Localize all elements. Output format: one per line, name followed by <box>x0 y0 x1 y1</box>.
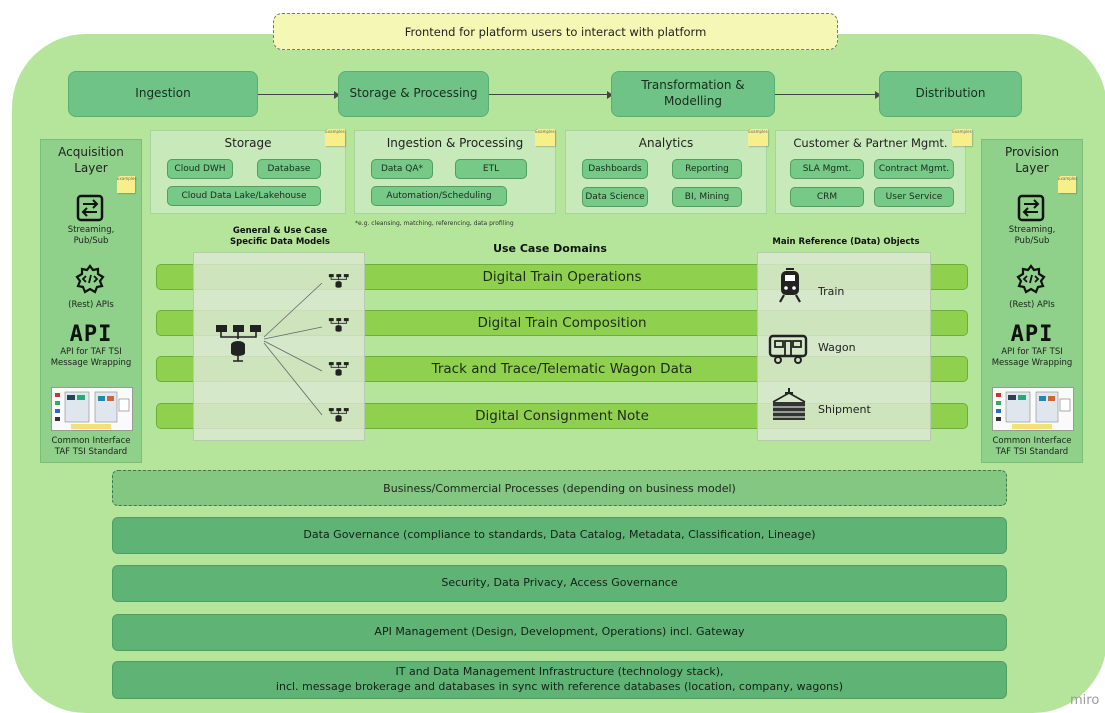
examples-sticky: Examples <box>748 129 768 146</box>
streaming-label: Streaming, Pub/Sub <box>67 225 115 247</box>
chip-reporting: Reporting <box>672 159 742 179</box>
customer-panel: Customer & Partner Mgmt. Examples SLA Mg… <box>775 129 972 214</box>
chip-crm: CRM <box>790 187 864 207</box>
miro-watermark: miro <box>1070 693 1100 708</box>
object-wagon-label: Wagon <box>818 341 856 354</box>
frontend-box: Frontend for platform users to interact … <box>273 13 838 50</box>
chip-data-qa: Data QA* <box>371 159 433 179</box>
common-interface-label: Common Interface TAF TSI Standard <box>992 436 1072 458</box>
object-train-label: Train <box>818 285 845 298</box>
api-taf-label: API for TAF TSI Message Wrapping <box>50 347 132 369</box>
storage-panel: Storage Examples Cloud DWH Database Clou… <box>150 129 346 214</box>
chip-etl: ETL <box>455 159 527 179</box>
data-model-icon <box>328 362 349 376</box>
acquisition-layer: Acquisition Layer Examples Streaming, Pu… <box>40 139 142 463</box>
flow-arrow-3 <box>775 89 881 100</box>
chip-sla: SLA Mgmt. <box>790 159 864 179</box>
chip-automation: Automation/Scheduling <box>371 186 507 206</box>
ingestion-processing-title: Ingestion & Processing <box>386 136 524 150</box>
examples-sticky: Examples <box>117 176 136 193</box>
streaming-icon <box>1017 194 1045 222</box>
api-management-bar: API Management (Design, Development, Ope… <box>112 614 1007 651</box>
infrastructure-bar: IT and Data Management Infrastructure (t… <box>112 661 1007 699</box>
data-model-icon <box>328 274 349 288</box>
chip-cloud-dwh: Cloud DWH <box>167 159 233 179</box>
reference-objects-overlay: Train Wagon Shipment <box>757 252 931 441</box>
wagon-icon <box>768 334 808 364</box>
flow-arrow-1 <box>258 89 340 100</box>
streaming-icon <box>76 194 104 222</box>
api-taf-label: API for TAF TSI Message Wrapping <box>991 347 1073 369</box>
chip-bi-mining: BI, Mining <box>672 187 742 207</box>
data-model-connectors <box>263 282 323 416</box>
rest-api-icon <box>1016 264 1046 294</box>
shipment-icon <box>772 388 806 420</box>
business-processes-bar: Business/Commercial Processes (depending… <box>112 470 1007 506</box>
data-model-icon <box>328 408 349 422</box>
examples-sticky: Examples <box>952 129 972 146</box>
ingestion-processing-panel: Ingestion & Processing Examples Data QA*… <box>354 129 556 214</box>
flow-arrow-2 <box>489 89 613 100</box>
analytics-panel: Analytics Examples Dashboards Reporting … <box>565 129 768 214</box>
object-shipment-label: Shipment <box>818 403 871 416</box>
ingestion-footnote: *e.g. cleansing, matching, referencing, … <box>355 220 514 227</box>
storage-title: Storage <box>224 136 272 150</box>
interface-thumbnail-icon <box>992 387 1074 431</box>
chip-contract: Contract Mgmt. <box>874 159 954 179</box>
chip-user-service: User Service <box>874 187 954 207</box>
examples-sticky: Examples <box>1058 176 1077 193</box>
rest-api-label: (Rest) APIs <box>68 300 114 310</box>
chip-database: Database <box>257 159 321 179</box>
models-heading: General & Use Case Specific Data Models <box>230 226 330 248</box>
data-governance-bar: Data Governance (compliance to standards… <box>112 517 1007 554</box>
rest-api-icon <box>75 264 105 294</box>
acquisition-title: Acquisition Layer <box>58 145 124 175</box>
streaming-label: Streaming, Pub/Sub <box>1008 225 1056 247</box>
reference-heading: Main Reference (Data) Objects <box>772 237 920 247</box>
customer-title: Customer & Partner Mgmt. <box>793 136 948 150</box>
data-model-hub-icon <box>216 325 261 362</box>
chip-dashboards: Dashboards <box>582 159 648 179</box>
train-icon <box>779 268 801 303</box>
flow-storage-processing: Storage & Processing <box>338 71 489 117</box>
chip-data-science: Data Science <box>582 187 648 207</box>
security-bar: Security, Data Privacy, Access Governanc… <box>112 565 1007 602</box>
data-models-overlay <box>193 252 365 441</box>
analytics-title: Analytics <box>638 136 694 150</box>
examples-sticky: Examples <box>325 129 345 146</box>
api-big-label: API <box>69 322 113 347</box>
flow-distribution: Distribution <box>879 71 1022 117</box>
examples-sticky: Examples <box>535 129 555 146</box>
flow-transformation: Transformation & Modelling <box>611 71 775 117</box>
api-big-label: API <box>1010 322 1054 347</box>
interface-thumbnail-icon <box>51 387 133 431</box>
provision-layer: Provision Layer Examples Streaming, Pub/… <box>981 139 1083 463</box>
rest-api-label: (Rest) APIs <box>1009 300 1055 310</box>
data-model-icon <box>328 318 349 332</box>
flow-ingestion: Ingestion <box>68 71 258 117</box>
domains-heading: Use Case Domains <box>493 242 607 255</box>
chip-data-lake: Cloud Data Lake/Lakehouse <box>167 186 321 206</box>
provision-title: Provision Layer <box>1004 145 1059 175</box>
common-interface-label: Common Interface TAF TSI Standard <box>51 436 131 458</box>
